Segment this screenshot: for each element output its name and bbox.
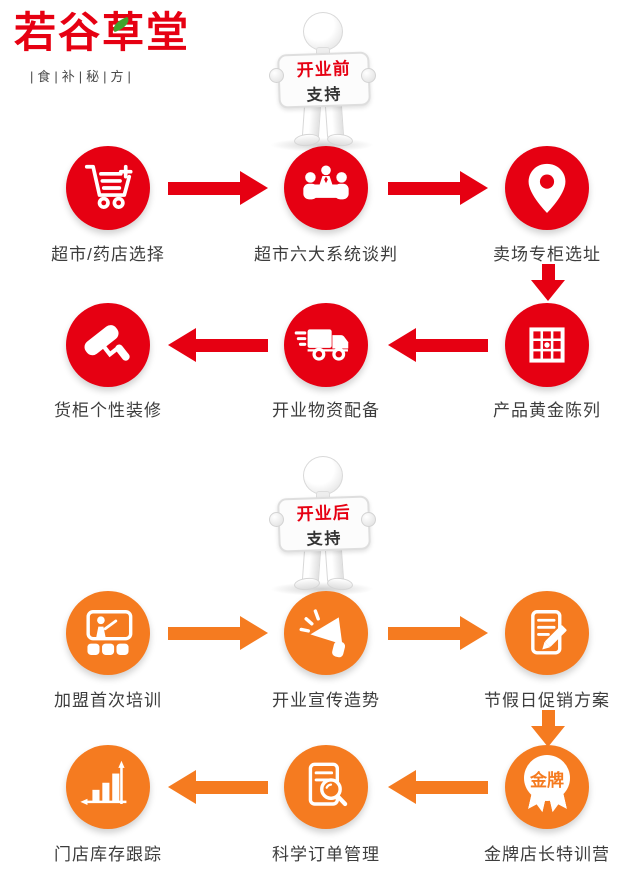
- map-pin-icon: [528, 163, 566, 213]
- step-label: 节假日促销方案: [484, 691, 610, 710]
- step-label: 开业宣传造势: [272, 691, 380, 710]
- paint-roller-icon: [84, 325, 130, 361]
- classroom-training-icon: [86, 610, 133, 655]
- mascot-figure-pre: 开业前 支持: [237, 8, 407, 156]
- document-pencil-icon: [531, 610, 567, 655]
- sign-board: 开业后 支持: [277, 495, 371, 553]
- figure-hand: [361, 68, 376, 83]
- step-label: 加盟首次培训: [54, 691, 162, 710]
- cart-plus-icon: [84, 164, 133, 209]
- step-label: 货柜个性装修: [54, 401, 162, 420]
- flow-arrow-down: [531, 710, 565, 747]
- step-label: 产品黄金陈列: [493, 401, 601, 420]
- step-label: 超市/药店选择: [51, 245, 165, 264]
- delivery-truck-icon: [294, 329, 349, 361]
- step-first-training: [66, 591, 150, 675]
- step-opening-publicity: [284, 591, 368, 675]
- figure-head: [303, 456, 343, 495]
- document-magnifier-icon: [308, 762, 348, 807]
- step-inventory-tracking: [66, 745, 150, 829]
- flow-arrow-right: [168, 171, 268, 205]
- flow-arrow-left: [168, 328, 268, 362]
- flow-arrow-down: [531, 264, 565, 301]
- meeting-icon: [303, 165, 349, 200]
- step-supplies-delivery: [284, 303, 368, 387]
- step-store-selection: [66, 146, 150, 230]
- figure-hand: [269, 512, 284, 527]
- medal-badge-text: 金牌: [530, 770, 564, 790]
- step-holiday-promotion: [505, 591, 589, 675]
- figure-hand: [269, 68, 284, 83]
- mascot-figure-post: 开业后 支持: [237, 452, 407, 600]
- step-label: 卖场专柜选址: [493, 245, 601, 264]
- step-label: 超市六大系统谈判: [254, 245, 398, 264]
- medal-icon: 金牌: [505, 745, 589, 829]
- step-counter-location: [505, 146, 589, 230]
- flow-arrow-left: [388, 770, 488, 804]
- flow-arrow-left: [168, 770, 268, 804]
- flow-arrow-right: [388, 171, 488, 205]
- figure-hand: [361, 512, 376, 527]
- sign-line2: 支持: [306, 86, 343, 105]
- flow-arrow-right: [168, 616, 268, 650]
- step-order-management: [284, 745, 368, 829]
- megaphone-icon: [299, 609, 346, 658]
- step-label: 门店库存跟踪: [54, 845, 162, 864]
- sign-board: 开业前 支持: [277, 51, 371, 109]
- step-gold-manager-camp: 金牌: [505, 745, 589, 829]
- step-system-negotiation: [284, 146, 368, 230]
- flow-arrow-left: [388, 328, 488, 362]
- sign-line1: 开业后: [296, 503, 351, 524]
- medal-badge: 金牌: [524, 755, 570, 801]
- step-label: 金牌店长特训营: [484, 845, 610, 864]
- bar-chart-icon: [80, 760, 127, 805]
- step-label: 开业物资配备: [272, 401, 380, 420]
- brand-tagline: |食|补|秘|方|: [30, 69, 135, 84]
- sign-line1: 开业前: [296, 59, 351, 80]
- brand-logo: 若谷草堂: [14, 9, 191, 56]
- step-golden-display: [505, 303, 589, 387]
- step-counter-decoration: [66, 303, 150, 387]
- sign-line2: 支持: [306, 530, 343, 549]
- flow-arrow-right: [388, 616, 488, 650]
- figure-head: [303, 12, 343, 51]
- grid-display-icon: [529, 327, 565, 363]
- step-label: 科学订单管理: [272, 845, 380, 864]
